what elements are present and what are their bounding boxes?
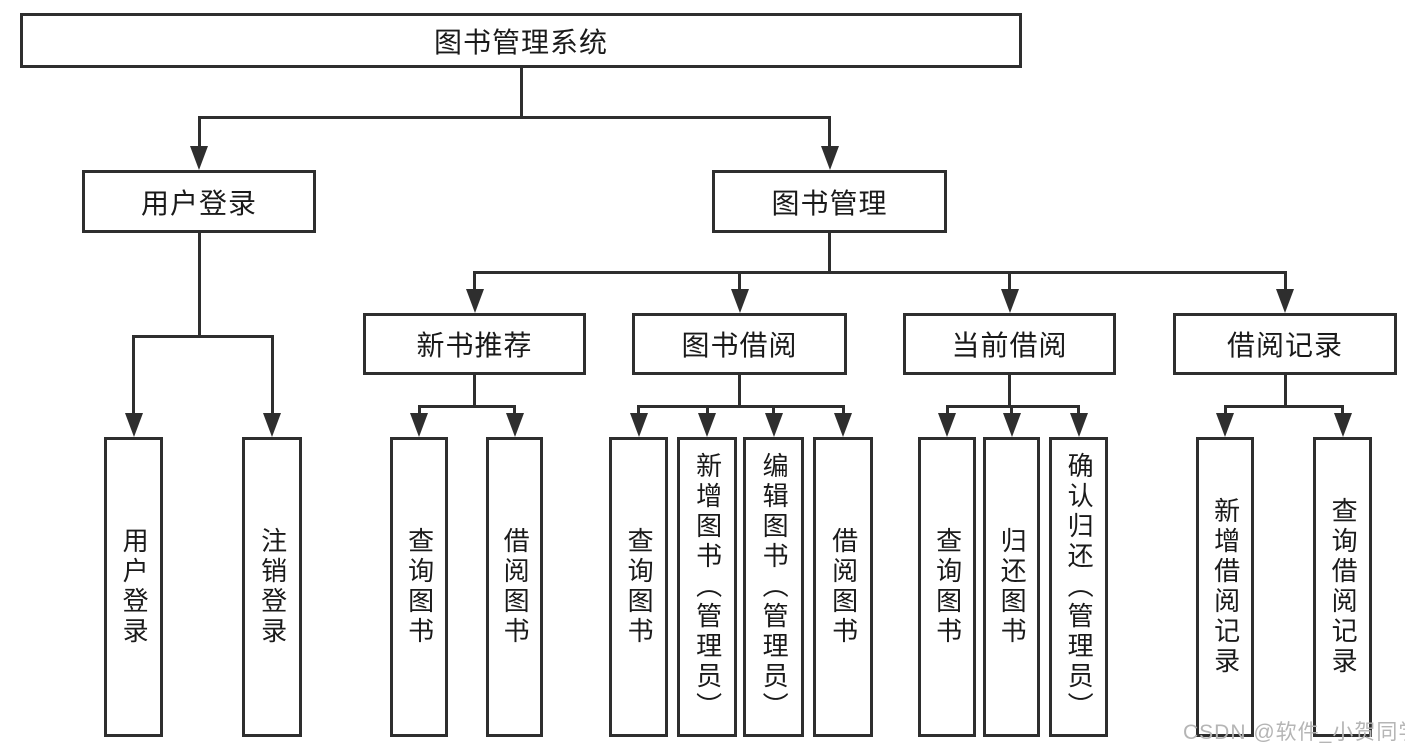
csdn-watermark: CSDN @软件_小贺同学 [1183,721,1405,744]
connector-line [473,270,1287,274]
node-book-mgmt: 图书管理 [712,170,947,233]
node-root: 图书管理系统 [20,13,1022,68]
arrow-down-icon [834,413,852,437]
connector-line [197,117,201,146]
connector-line [473,272,476,289]
arrow-down-icon [730,289,749,313]
arrow-down-icon [1276,289,1294,313]
node-borrow-records: 借阅记录 [1173,313,1397,375]
node-new-book: 新书推荐 [363,313,586,375]
arrow-down-icon [698,413,716,437]
connector-line [1341,406,1344,413]
node-label: 确认归还（管理员） [1064,452,1095,722]
arrow-down-icon [263,413,281,437]
node-user-login: 用户登录 [82,170,316,233]
connector-line [197,115,831,119]
connector-line [738,375,741,406]
node-label: 查询借阅记录 [1328,497,1359,677]
connector-line [132,334,274,338]
connector-line [1223,406,1227,413]
connector-line [417,406,421,413]
connector-line [1223,404,1344,408]
node-current-borrow: 当前借阅 [903,313,1116,375]
node-book-borrow: 图书借阅 [632,313,847,375]
node-label: 借阅图书 [500,527,531,647]
connector-line [1008,375,1011,406]
connector-line [637,406,640,413]
node-leaf-bb-query: 查询图书 [609,437,668,737]
connector-line [513,406,516,413]
node-label: 新书推荐 [416,330,533,361]
arrow-down-icon [1002,413,1021,437]
arrow-down-icon [938,413,956,437]
connector-line [270,336,274,413]
node-label: 图书借阅 [681,330,798,361]
arrow-down-icon [124,413,143,437]
node-label: 注销登录 [257,527,288,647]
node-leaf-nb-borrow: 借阅图书 [486,437,543,737]
connector-line [1077,406,1080,413]
connector-line [945,406,949,413]
node-leaf-bb-add: 新增图书（管理员） [677,437,737,737]
connector-line [1008,272,1011,289]
node-label: 新增图书（管理员） [692,452,723,722]
connector-line [705,406,709,413]
arrow-down-icon [1000,289,1019,313]
node-label: 新增借阅记录 [1210,497,1241,677]
arrow-down-icon [1069,413,1088,437]
node-label: 查询图书 [932,527,963,647]
arrow-down-icon [1333,413,1352,437]
node-leaf-cb-confirm: 确认归还（管理员） [1049,437,1108,737]
connector-line [519,68,523,117]
node-leaf-cb-return: 归还图书 [983,437,1040,737]
connector-line [772,406,775,413]
connector-line [1283,272,1287,289]
arrow-down-icon [764,413,783,437]
connector-line [637,404,845,408]
arrow-down-icon [1216,413,1234,437]
connector-line [828,233,831,272]
connector-line [1283,375,1287,406]
node-leaf-cb-query: 查询图书 [918,437,976,737]
connector-line [1010,406,1013,413]
node-label: 图书管理系统 [433,26,608,58]
node-leaf-bb-borrow: 借阅图书 [813,437,873,737]
arrow-down-icon [505,413,524,437]
connector-line [828,117,831,146]
node-leaf-logout: 注销登录 [242,437,302,737]
connector-line [738,272,741,289]
node-label: 查询图书 [624,527,655,647]
node-leaf-login: 用户登录 [104,437,163,737]
node-leaf-nb-query: 查询图书 [390,437,448,737]
node-leaf-br-query: 查询借阅记录 [1313,437,1372,737]
node-label: 查询图书 [404,527,435,647]
node-leaf-bb-edit: 编辑图书（管理员） [743,437,804,737]
arrow-down-icon [190,146,208,170]
node-label: 图书管理 [771,187,888,219]
node-label: 借阅图书 [828,527,859,647]
arrow-down-icon [629,413,648,437]
arrow-down-icon [820,146,839,170]
node-label: 归还图书 [997,527,1028,647]
node-leaf-br-add: 新增借阅记录 [1196,437,1254,737]
node-label: 用户登录 [119,527,150,647]
connector-line [197,233,201,336]
arrow-down-icon [465,289,484,313]
connector-line [841,406,845,413]
node-label: 当前借阅 [951,330,1068,361]
node-label: 用户登录 [140,187,257,219]
connector-line [417,404,516,408]
node-label: 编辑图书（管理员） [759,452,790,722]
connector-line [132,336,135,413]
arrow-down-icon [410,413,428,437]
node-label: 借阅记录 [1226,330,1343,361]
connector-line [473,375,476,406]
